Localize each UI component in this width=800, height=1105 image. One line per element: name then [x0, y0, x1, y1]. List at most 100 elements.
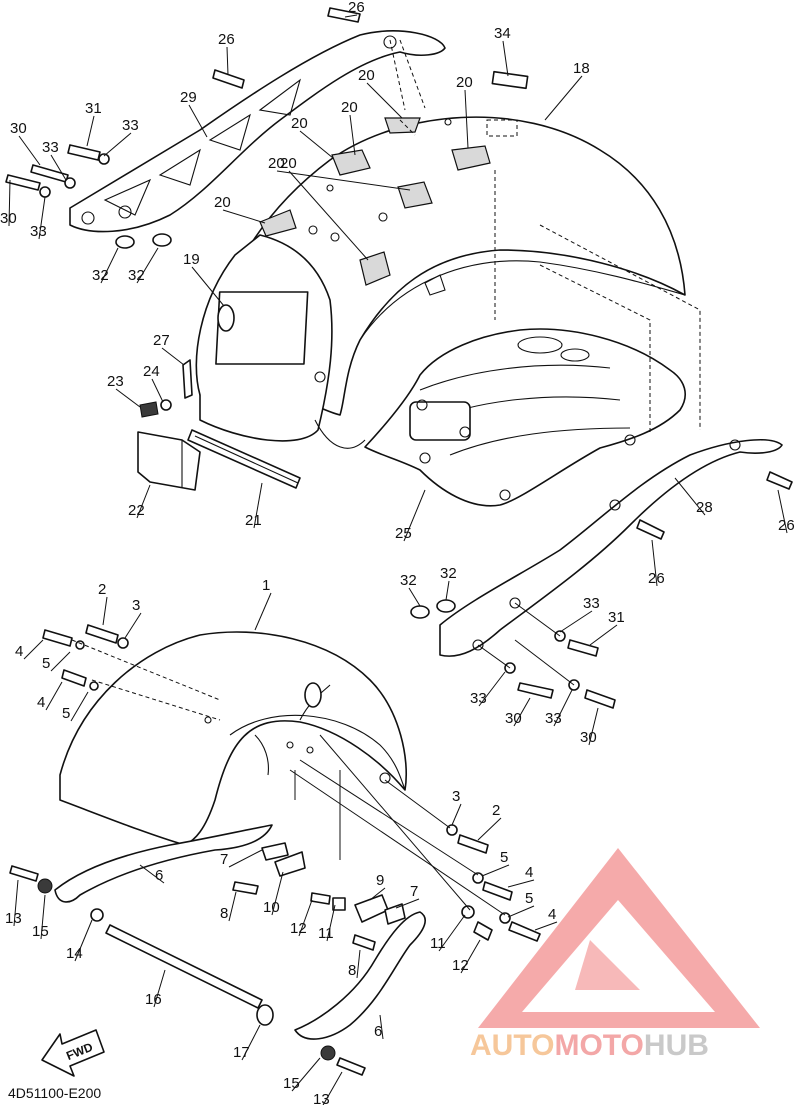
- bolt-30-d: [584, 689, 616, 709]
- callout-leader-33: [103, 132, 132, 157]
- callout-26: 26: [348, 0, 365, 16]
- rail-29-hole-2: [118, 205, 132, 219]
- inner-fender-hole-5: [419, 452, 431, 464]
- callout-20: 20: [280, 155, 297, 172]
- callout-4: 4: [548, 906, 556, 923]
- callout-leader-20: [276, 170, 411, 191]
- align-front-right-4: [319, 734, 471, 911]
- callout-leader-32: [136, 247, 159, 284]
- watermark-text-hub: HUB: [644, 1029, 709, 1062]
- callout-30: 30: [580, 729, 597, 746]
- fender-hole-5: [444, 118, 452, 126]
- inner-fender-rib-3: [449, 427, 631, 456]
- callout-11: 11: [430, 935, 446, 952]
- callout-leader-5: [507, 905, 535, 918]
- callout-14: 14: [66, 945, 83, 962]
- callout-leader-8: [228, 891, 237, 922]
- callout-leader-11: [326, 904, 336, 942]
- watermark-logo: AUTOMOTOHUB: [470, 848, 760, 1062]
- callout-leader-20: [299, 130, 334, 159]
- reflector-19: [217, 304, 235, 332]
- callout-leader-12: [460, 939, 481, 974]
- bolt-13-b: [336, 1057, 366, 1076]
- rear-lower-parts: [137, 359, 301, 491]
- rubber-pad-a: [384, 117, 421, 134]
- inner-fender-hole-3: [624, 434, 636, 446]
- bolt-12-a: [310, 892, 331, 905]
- callout-26: 26: [218, 31, 235, 48]
- callout-2: 2: [98, 581, 106, 598]
- callout-32: 32: [92, 267, 109, 284]
- bracket-10: [274, 851, 306, 877]
- align-front-bolts-2: [91, 679, 221, 721]
- fender-hole-1: [308, 225, 318, 235]
- callout-32: 32: [400, 572, 417, 589]
- fender-hole-2: [330, 232, 340, 242]
- callout-leader-4: [23, 639, 44, 660]
- callout-15: 15: [283, 1075, 300, 1092]
- callout-leader-32: [445, 580, 450, 601]
- washer-5-c: [472, 872, 484, 884]
- bolt-30-c: [517, 682, 554, 699]
- bolt-26-d: [636, 519, 665, 540]
- inner-fender-hole-2: [459, 426, 471, 438]
- front-fender-stays: [9, 824, 493, 1076]
- callout-16: 16: [145, 991, 162, 1008]
- bracket-7-b: [384, 903, 406, 925]
- collar-32-d: [436, 599, 456, 613]
- callout-12: 12: [290, 920, 307, 937]
- callout-11: 11: [318, 925, 334, 942]
- align-front-right-1: [384, 779, 451, 829]
- rail-29-body: [69, 30, 446, 233]
- bolt-13-a: [9, 865, 39, 882]
- callout-leader-10: [271, 871, 284, 916]
- inner-fender-mount-plate: [409, 401, 471, 441]
- align-stay-1: [294, 770, 341, 860]
- svg-text:AUTOMOTOHUB: AUTOMOTOHUB: [470, 1029, 709, 1062]
- front-fender-hole-1: [286, 741, 294, 749]
- callout-leader-30: [8, 179, 11, 227]
- callout-leader-5: [50, 651, 71, 672]
- rail-29-web-2: [158, 148, 201, 186]
- front-fender-assembly: [42, 624, 541, 942]
- bracket-7-a: [261, 842, 289, 861]
- callout-19: 19: [183, 251, 200, 268]
- callout-24: 24: [143, 363, 160, 380]
- callout-leader-31: [86, 115, 95, 147]
- fender-skirt-edge: [314, 419, 366, 449]
- watermark-inner-mark-icon: [575, 940, 640, 990]
- callout-5: 5: [500, 849, 508, 866]
- rubber-pad-d: [451, 145, 491, 171]
- callout-7: 7: [220, 851, 228, 868]
- callout-leader-20: [366, 82, 403, 119]
- callout-20: 20: [358, 67, 375, 84]
- callout-leader-30: [513, 697, 531, 727]
- callout-leader-30: [18, 135, 41, 166]
- washer-33-c: [98, 153, 110, 165]
- strip-21-edge: [194, 435, 299, 484]
- rear-fender-assembly: [195, 70, 686, 449]
- align-inner-fender-2: [539, 264, 651, 435]
- front-fender-inner-edge: [229, 714, 406, 791]
- callout-leader-20: [288, 170, 369, 261]
- callout-26: 26: [778, 517, 795, 534]
- nut-15-b: [320, 1045, 336, 1061]
- forward-direction-indicator: FWD: [41, 1029, 105, 1077]
- callout-leader-11: [438, 914, 466, 952]
- callout-7: 7: [410, 883, 418, 900]
- fender-hole-3: [378, 212, 388, 222]
- rail-29-web-3: [208, 113, 251, 151]
- rail-28-hole-2: [609, 499, 621, 511]
- callout-13: 13: [313, 1091, 330, 1105]
- bolt-31-b: [567, 639, 599, 657]
- washer-33-b: [64, 177, 76, 189]
- bolt-2-b: [457, 834, 489, 854]
- fender-inner-edge: [359, 260, 686, 341]
- callout-leader-15: [40, 894, 46, 940]
- callout-30: 30: [10, 120, 27, 137]
- bolt-4-c: [482, 881, 513, 901]
- callout-9: 9: [376, 872, 384, 889]
- callout-leader-24: [151, 378, 164, 403]
- callout-leader-33: [50, 154, 67, 181]
